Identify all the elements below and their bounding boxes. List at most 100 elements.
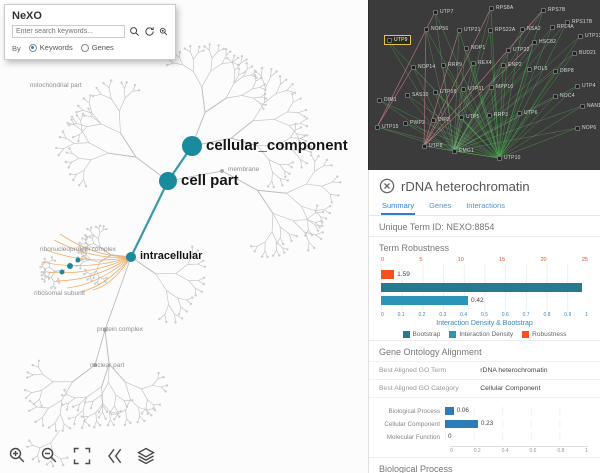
gene-node-UTP7[interactable]: UTP7: [433, 9, 454, 15]
gene-node-RPL4A[interactable]: RPL4A: [550, 24, 574, 30]
gene-node-UTP8[interactable]: UTP8: [422, 143, 443, 149]
radio-genes[interactable]: Genes: [80, 43, 114, 52]
gene-node-UTP6[interactable]: UTP6: [517, 110, 538, 116]
gene-node-NOC4[interactable]: NOC4: [553, 93, 575, 99]
gene-node-DBP8[interactable]: DBP8: [553, 68, 574, 74]
zoom-in-icon: [9, 447, 25, 463]
bar-robustness: 1.59: [381, 270, 588, 279]
collapse-tree-button[interactable]: [104, 446, 124, 466]
bar-interaction-density: 0.42: [381, 296, 588, 305]
legend-interaction-density: Interaction Density: [449, 331, 513, 338]
layers-button[interactable]: [136, 446, 156, 466]
gene-node-UTP18[interactable]: UTP18: [433, 89, 457, 95]
search-icon[interactable]: [129, 26, 140, 37]
gene-node-UTP11[interactable]: UTP11: [461, 86, 484, 92]
radio-keywords[interactable]: Keywords: [28, 43, 73, 52]
robustness-title: Term Robustness: [379, 243, 450, 253]
gene-node-RPS17B[interactable]: RPS17B: [565, 19, 592, 25]
advanced-search-icon[interactable]: [159, 27, 168, 36]
term-node-label[interactable]: intracellular: [140, 250, 203, 263]
term-label[interactable]: membrane: [228, 166, 260, 173]
gene-node-UTP10[interactable]: UTP10: [497, 155, 521, 161]
close-icon[interactable]: [379, 178, 395, 194]
gene-node-NSA2[interactable]: NSA2: [520, 26, 541, 32]
term-label[interactable]: nuclear part: [90, 362, 125, 369]
gene-node-UTP13[interactable]: UTP13: [578, 33, 600, 39]
app-title: NeXO: [12, 10, 42, 22]
gene-node-NOP6[interactable]: NOP6: [575, 125, 596, 131]
gene-node-UTP22[interactable]: UTP22: [506, 47, 530, 53]
search-panel: NeXO By Keywords Genes: [4, 4, 176, 60]
term-label[interactable]: protein complex: [97, 326, 143, 333]
gene-node-REX4[interactable]: REX4: [471, 60, 492, 66]
axis-tick: 0.9: [564, 312, 572, 318]
collapse-tree-icon: [108, 448, 122, 464]
gene-node-MPP10[interactable]: MPP10: [489, 84, 513, 90]
tab-genes[interactable]: Genes: [429, 201, 452, 210]
gene-node-UTP15[interactable]: UTP15: [375, 124, 399, 130]
gene-node-UTP4[interactable]: UTP4: [575, 83, 596, 89]
axis-tick: 0.2: [418, 312, 426, 318]
gene-node-UTP9[interactable]: UTP9: [384, 35, 411, 45]
x-axis-caption: Interaction Density & Bootstrap: [436, 320, 533, 327]
term-node-label[interactable]: cell part: [181, 171, 239, 189]
canvas-toolbar: [8, 446, 156, 466]
gene-node-RPS7B[interactable]: RPS7B: [541, 7, 565, 13]
unique-term-value: NEXO:8854: [446, 222, 495, 232]
gene-node-RPS8A[interactable]: RPS8A: [489, 5, 513, 11]
legend-bootstrap: Bootstrap: [402, 331, 440, 338]
gene-node-EMG1[interactable]: EMG1: [452, 148, 474, 154]
axis-tick: 0.3: [439, 312, 447, 318]
gene-node-PWP2[interactable]: PWP2: [403, 120, 425, 126]
axis-tick: 0.8: [543, 312, 551, 318]
gene-node-ENP2[interactable]: ENP2: [501, 62, 522, 68]
fit-to-screen-icon: [73, 447, 91, 465]
search-by-label: By: [12, 43, 21, 53]
reset-icon[interactable]: [144, 26, 155, 37]
gene-node-POL5[interactable]: POL5: [527, 66, 548, 72]
zoom-out-button[interactable]: [40, 446, 60, 466]
gene-node-SAS10[interactable]: SAS10: [405, 92, 429, 98]
tab-summary[interactable]: Summary: [381, 199, 416, 215]
term-label[interactable]: ribonucleoprotein complex: [40, 246, 116, 253]
legend-robustness: Robustness: [522, 331, 567, 338]
gene-node-NOP14[interactable]: NOP14: [411, 64, 435, 70]
axis-tick: 0: [381, 257, 385, 263]
gene-node-UTP21[interactable]: UTP21: [457, 27, 481, 33]
unique-term-label: Unique Term ID:: [379, 222, 444, 232]
details-tabs: Summary Genes Interactions: [369, 199, 600, 216]
zoom-in-button[interactable]: [8, 446, 28, 466]
gene-node-RRP9[interactable]: RRP9: [441, 62, 462, 68]
gene-node-DIM1[interactable]: DIM1: [377, 97, 397, 103]
search-input[interactable]: [12, 25, 125, 38]
gene-node-DIP2[interactable]: DIP2: [431, 117, 450, 123]
term-node-label[interactable]: cellular_component: [206, 136, 348, 154]
gene-node-RRP3[interactable]: RRP3: [487, 112, 508, 118]
gene-node-BUD21[interactable]: BUD21: [572, 50, 596, 56]
gene-node-NAN1[interactable]: NAN1: [580, 103, 600, 109]
gene-node-UTP5[interactable]: UTP5: [459, 114, 480, 120]
bar-bootstrap: [381, 283, 588, 292]
term-label[interactable]: ribosomal subunit: [34, 290, 85, 297]
zoom-out-icon: [41, 447, 57, 463]
gene-node-RPS22A[interactable]: RPS22A: [488, 27, 515, 33]
axis-tick: 15: [499, 257, 506, 263]
axis-tick: 20: [540, 257, 547, 263]
gene-node-NOP56[interactable]: NOP56: [424, 26, 448, 32]
axis-tick: 25: [581, 257, 588, 263]
gene-node-HSC82[interactable]: HSC82: [532, 39, 556, 45]
tree-canvas: [24, 43, 342, 468]
term-label[interactable]: mitochondrial part: [30, 82, 82, 89]
gene-node-NOP1[interactable]: NOP1: [464, 45, 485, 51]
fit-to-screen-button[interactable]: [72, 446, 92, 466]
tab-interactions[interactable]: Interactions: [466, 201, 505, 210]
